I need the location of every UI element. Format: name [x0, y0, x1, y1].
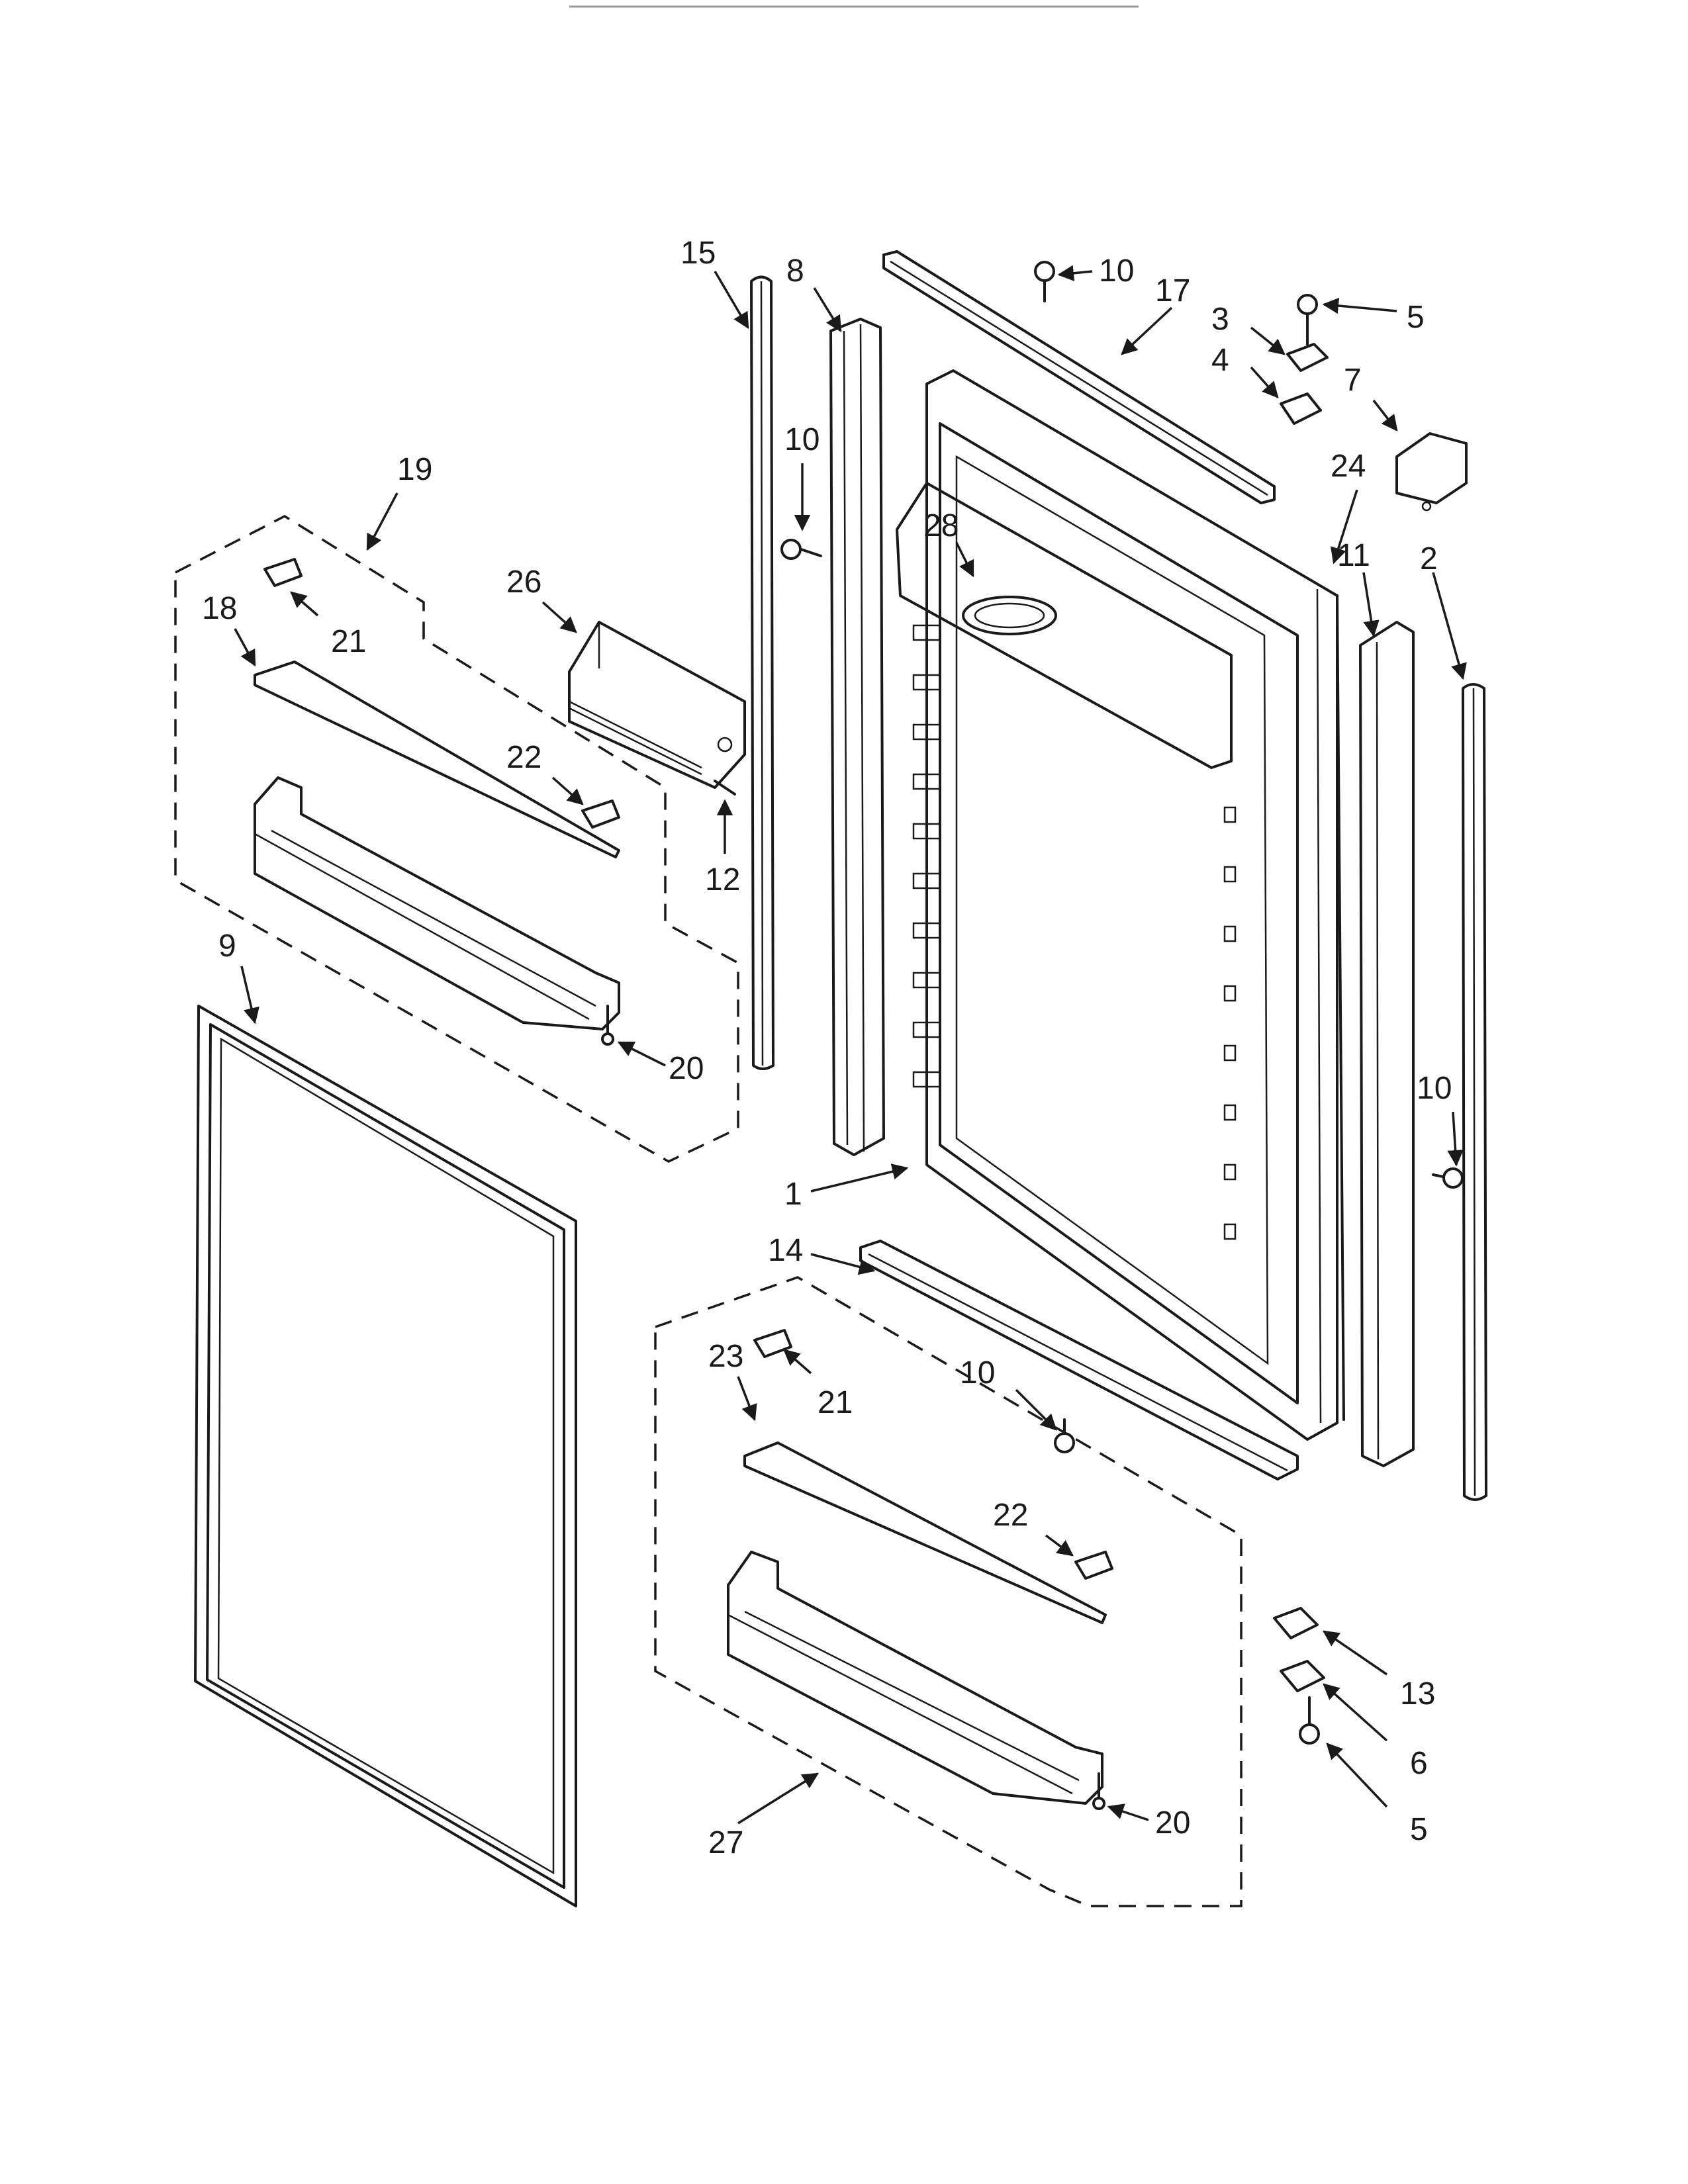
door-trim-part-8 — [829, 318, 885, 1156]
callout-3: 3 — [1211, 302, 1229, 337]
hinge-cover-part-7 — [1395, 432, 1468, 512]
callout-15: 15 — [680, 236, 716, 271]
screw-part-20-upper — [601, 1005, 614, 1046]
hinge-shim-part-13 — [1273, 1607, 1319, 1639]
callout-22: 22 — [993, 1498, 1028, 1533]
shelf-kit-part-27 — [654, 1276, 1243, 1907]
callout-7: 7 — [1344, 363, 1362, 398]
callout-1: 1 — [784, 1177, 802, 1212]
callout-11: 11 — [1337, 538, 1370, 573]
breaker-strip-part-2 — [1462, 683, 1487, 1501]
callout-2: 2 — [1420, 541, 1438, 576]
shelf-bar-part-23 — [743, 1441, 1107, 1624]
screw-part-10-right — [1432, 1167, 1464, 1189]
callout-20: 20 — [669, 1051, 704, 1086]
callout-14: 14 — [768, 1233, 803, 1268]
callout-17: 17 — [1155, 273, 1190, 308]
callout-9: 9 — [218, 929, 236, 964]
end-cap-part-22-upper — [581, 799, 620, 829]
strip-part-12 — [714, 780, 736, 796]
door-shelf-lower — [727, 1551, 1103, 1805]
callout-23: 23 — [708, 1339, 743, 1374]
screw-part-10-top — [1034, 261, 1055, 302]
callout-10: 10 — [1417, 1071, 1452, 1106]
callout-12: 12 — [705, 862, 740, 897]
end-cap-part-22-lower — [1074, 1551, 1113, 1580]
end-cap-part-21-upper — [263, 558, 303, 587]
top-trim-part-17 — [882, 250, 1276, 504]
callout-10: 10 — [1099, 253, 1134, 289]
callout-21: 21 — [818, 1385, 853, 1420]
screw-part-10-left — [780, 539, 822, 560]
callout-6: 6 — [1410, 1746, 1428, 1781]
door-liner-part-1 — [896, 369, 1338, 1441]
callout-22: 22 — [506, 740, 541, 775]
callout-labels: 15 8 10 17 5 3 4 7 10 19 28 24 11 2 26 1… — [202, 236, 1452, 1860]
screw-part-10-bottom — [1054, 1418, 1075, 1453]
screw-part-20-lower — [1092, 1772, 1105, 1810]
callout-26: 26 — [506, 565, 541, 600]
dairy-bin-part-26 — [568, 621, 746, 789]
breaker-strip-part-15 — [750, 275, 774, 1070]
callout-27: 27 — [708, 1825, 743, 1860]
door-panel-part-24 — [1316, 588, 1345, 1424]
door-trim-part-11 — [1359, 621, 1415, 1467]
callout-13: 13 — [1400, 1676, 1435, 1711]
callout-10: 10 — [960, 1355, 995, 1390]
callout-8: 8 — [786, 253, 804, 289]
shelf-kit-part-19 — [174, 514, 739, 1163]
callout-21: 21 — [331, 624, 366, 659]
callout-20: 20 — [1155, 1805, 1190, 1841]
end-cap-part-21-lower — [753, 1329, 792, 1358]
hinge-shim-part-4 — [1280, 392, 1322, 425]
hinge-screw-part-5-upper — [1297, 294, 1318, 345]
callout-4: 4 — [1211, 343, 1229, 378]
callout-28: 28 — [923, 508, 959, 543]
callout-18: 18 — [202, 591, 237, 626]
callout-24: 24 — [1331, 449, 1366, 484]
callout-10: 10 — [784, 422, 820, 457]
door-gasket-part-9 — [194, 1005, 577, 1907]
callout-5: 5 — [1410, 1812, 1428, 1847]
door-shelf-upper — [254, 776, 620, 1030]
leader-lines — [234, 265, 1467, 1825]
hinge-part-6 — [1280, 1660, 1325, 1692]
bottom-trim-part-14 — [859, 1240, 1299, 1480]
shelf-bar-part-18 — [254, 660, 620, 858]
hinge-screw-part-5-lower — [1299, 1696, 1320, 1745]
hinge-part-3 — [1286, 343, 1329, 372]
callout-5: 5 — [1407, 300, 1425, 335]
callout-19: 19 — [397, 452, 432, 487]
